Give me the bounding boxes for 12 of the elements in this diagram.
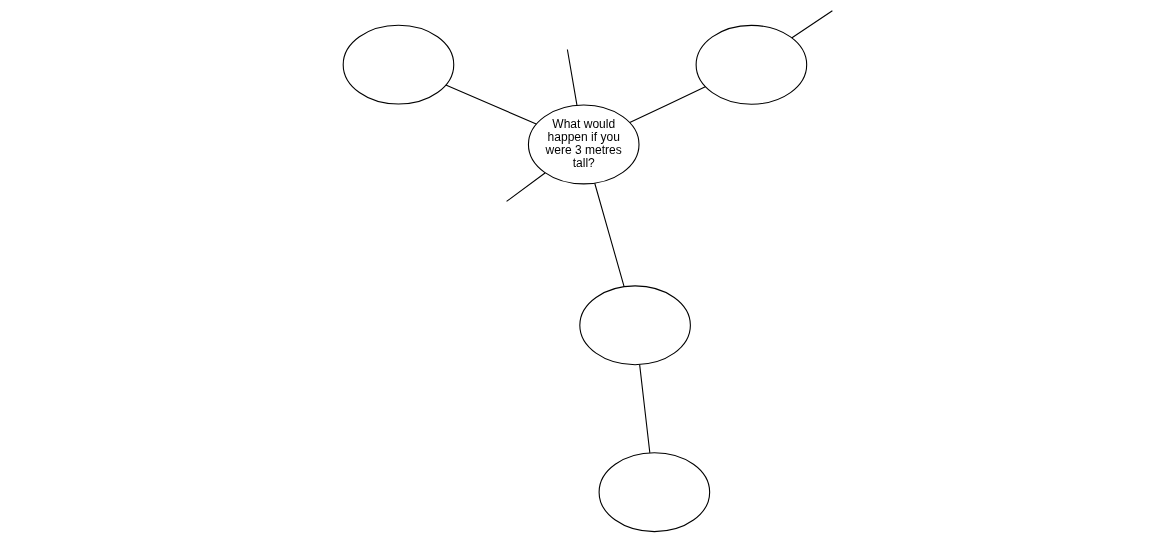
connector [629,86,706,124]
connector [445,84,537,125]
node-ellipse [579,285,691,366]
node-ellipse [342,24,455,105]
connector [639,364,651,454]
node-ellipse: What would happen if you were 3 metres tall? [527,104,640,185]
node-ellipse [598,452,711,533]
connector [566,48,578,106]
node-ellipse [695,24,808,105]
connector [506,172,546,202]
connector [594,182,625,288]
connector [791,10,833,39]
